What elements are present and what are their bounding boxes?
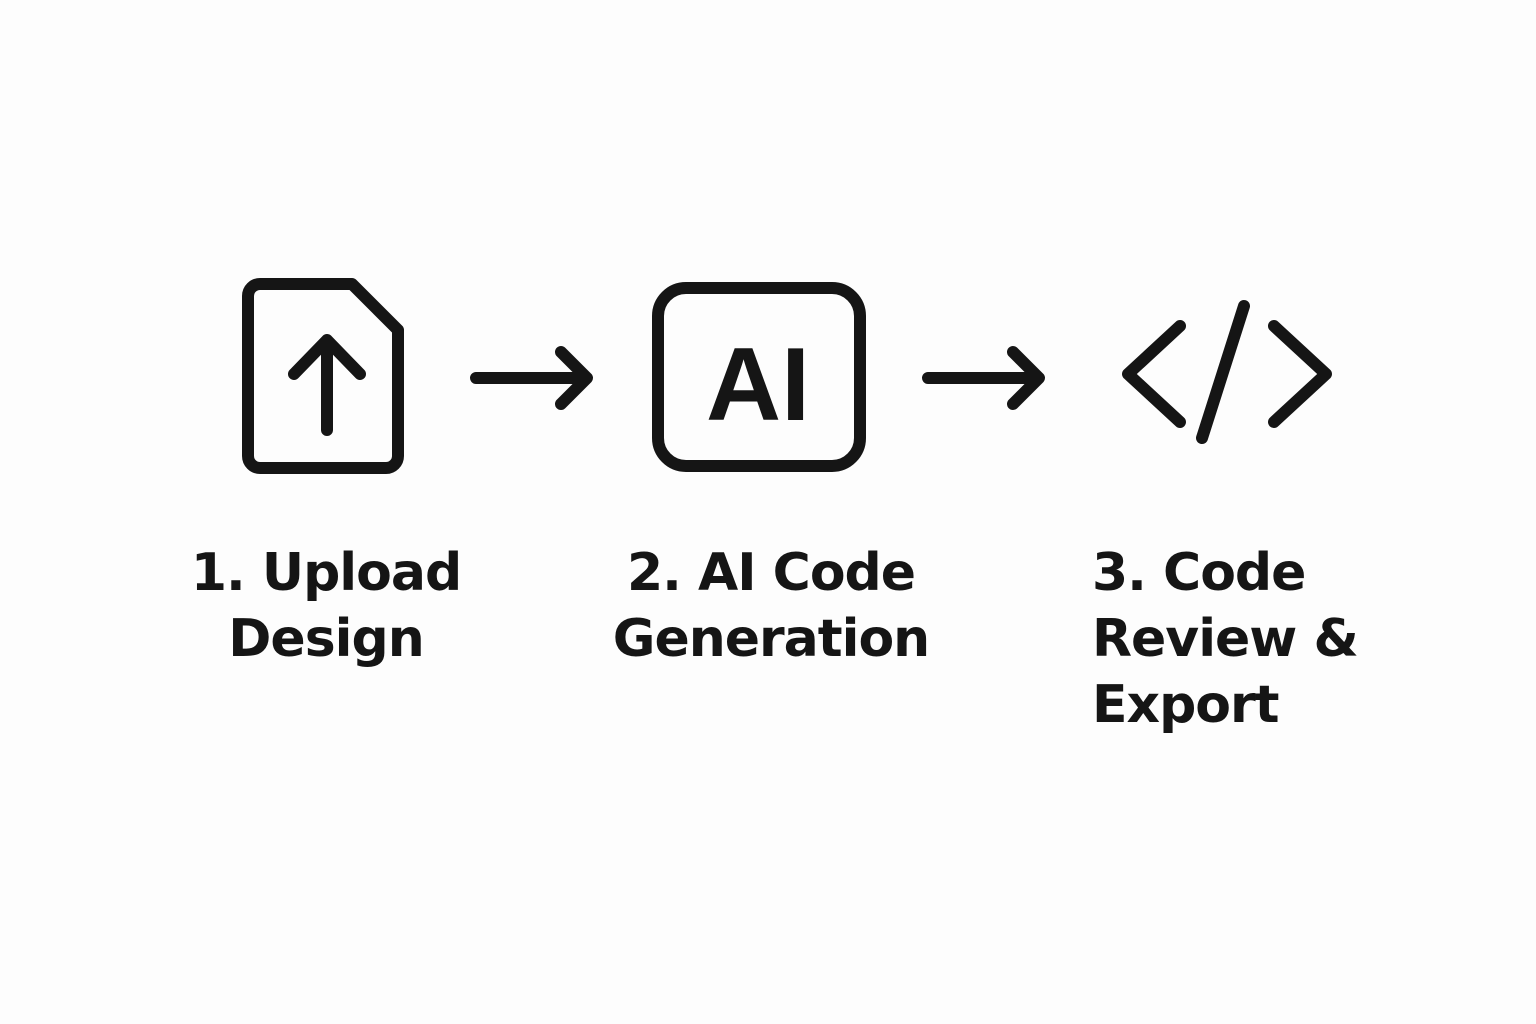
step-3-label: 3. Code Review & Export xyxy=(1092,540,1392,738)
code-brackets-icon xyxy=(1122,300,1332,444)
step-1-label: 1. Upload Design xyxy=(188,540,464,672)
step-1-label-line-1: 1. Upload xyxy=(190,543,462,603)
step-2-label-line-1: 2. AI Code xyxy=(626,543,916,603)
ai-badge-text: AI xyxy=(706,327,810,443)
step-3-label-line-2: Review & xyxy=(1092,609,1359,669)
ai-badge-icon: AI xyxy=(652,282,866,472)
step-1-label-line-2: Design xyxy=(228,609,424,669)
step-3-label-line-1: 3. Code xyxy=(1092,543,1306,603)
step-2-label-line-2: Generation xyxy=(612,609,930,669)
arrow-right-icon xyxy=(470,346,593,410)
upload-file-icon xyxy=(242,278,404,474)
step-2-label: 2. AI Code Generation xyxy=(606,540,936,672)
arrow-right-icon xyxy=(922,346,1045,410)
step-3-label-line-3: Export xyxy=(1092,675,1280,735)
